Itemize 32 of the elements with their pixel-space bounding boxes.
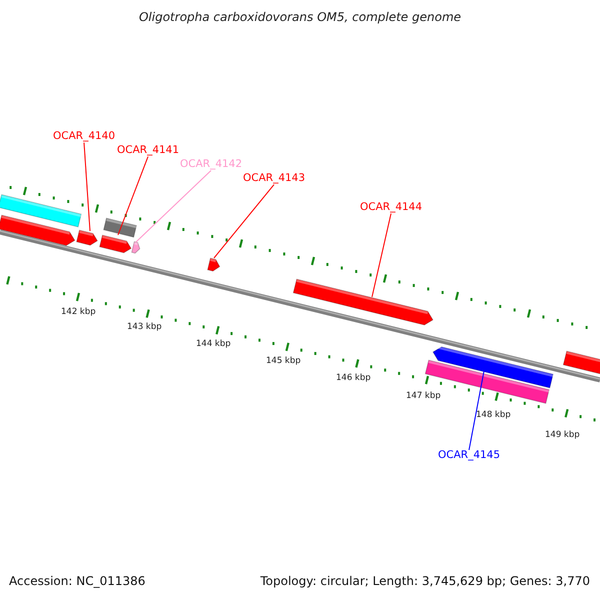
gene-label: OCAR_4141 [117,145,180,157]
gene-feature-block [424,360,550,404]
leader-line [468,370,484,450]
gene-label: OCAR_4145 [438,450,500,462]
accession-note: Accession: NC_011386 [9,575,146,588]
scale-label: 149 kbp [545,431,580,440]
scale-label: 147 kbp [406,392,441,402]
gene-feature-pointed [131,241,140,254]
scale-label: 144 kbp [196,340,231,350]
scale-label: 146 kbp [336,374,371,384]
genome-summary: Topology: circular; Length: 3,745,629 bp; Genes: 3,770 [260,575,590,588]
scale-label: 148 kbp [476,411,511,420]
leader-line [118,156,149,236]
gene-feature-block [0,194,82,228]
scale-label: 143 kbp [127,323,162,332]
gene-label: OCAR_4144 [360,202,422,214]
gene-feature-pointed [99,234,132,254]
leader-line [372,213,392,298]
gene-label: OCAR_4143 [243,173,306,185]
leader-line [84,142,90,232]
gene-feature-block [103,218,137,238]
gene-feature-pointed [432,345,554,388]
leader-line [214,184,275,258]
gene-label: OCAR_4140 [53,131,116,143]
scale-label: 145 kbp [266,357,301,366]
gene-feature-pointed [76,230,98,246]
gene-feature-pointed [292,278,434,326]
scale-label: 142 kbp [61,308,96,318]
chart-title: Oligotropha carboxidovorans OM5, complete genome [138,11,462,24]
gene-label: OCAR_4142 [180,159,242,171]
gene-feature-pointed [207,258,220,272]
leader-line [136,170,212,242]
